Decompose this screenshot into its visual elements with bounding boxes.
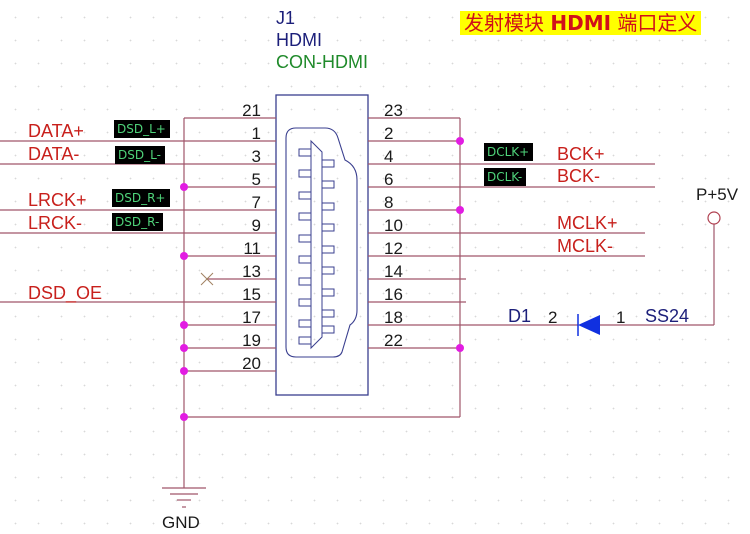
pin-number: 2 — [384, 124, 394, 143]
net-tag-dsd-r-p: DSD_R+ — [112, 189, 170, 207]
pin-number: 7 — [251, 193, 261, 212]
hdmi-tongue — [310, 139, 323, 350]
net-label-bck-p: BCK+ — [557, 144, 605, 164]
pin-number: 17 — [242, 308, 261, 327]
pin-number: 14 — [384, 262, 403, 281]
page-title: 发射模块 HDMI 端口定义 — [460, 11, 702, 35]
diode-pin-cathode: 1 — [616, 308, 626, 327]
pin-number: 21 — [242, 101, 261, 120]
pin-number: 12 — [384, 239, 403, 258]
pin-number: 3 — [251, 147, 261, 166]
pin-number: 15 — [242, 285, 261, 304]
connector-body — [275, 94, 369, 396]
pin-number: 9 — [251, 216, 261, 235]
net-label-mclk-p: MCLK+ — [557, 213, 618, 233]
pin-number: 10 — [384, 216, 403, 235]
component-value: HDMI — [276, 30, 322, 50]
ground-label: GND — [162, 513, 200, 532]
component-footprint: CON-HDMI — [276, 52, 368, 72]
pin-number: 22 — [384, 331, 403, 350]
net-tag-dclk-p: DCLK+ — [484, 143, 534, 161]
pin-number: 1 — [251, 124, 261, 143]
net-label-bck-n: BCK- — [557, 166, 601, 186]
power-label: P+5V — [696, 185, 739, 204]
pin-number: 16 — [384, 285, 403, 304]
pin-number: 6 — [384, 170, 394, 189]
pin-number: 8 — [384, 193, 394, 212]
net-label-lrck-n: LRCK- — [28, 213, 83, 233]
diode-icon — [577, 314, 600, 336]
no-connect-icon — [200, 272, 214, 286]
pin-number: 23 — [384, 101, 403, 120]
net-label-data-n: DATA- — [28, 144, 80, 164]
net-tag-dsd-l-p: DSD_L+ — [114, 120, 170, 138]
pin-number: 13 — [242, 262, 261, 281]
net-label-data-p: DATA+ — [28, 121, 84, 141]
pin-number: 19 — [242, 331, 261, 350]
net-label-dsd-oe: DSD_OE — [28, 283, 103, 303]
net-tag-dsd-r-n: DSD_R- — [112, 213, 164, 231]
diode-pin-anode: 2 — [548, 308, 558, 327]
net-tag-dsd-l-n: DSD_L- — [115, 146, 165, 164]
junction-dots — [180, 137, 464, 421]
hdmi-contacts — [298, 148, 335, 345]
hdmi-port-icon — [285, 127, 358, 358]
pin-number: 18 — [384, 308, 403, 327]
net-tag-dclk-n: DCLK- — [484, 168, 527, 186]
wires — [0, 117, 715, 508]
net-label-mclk-n: MCLK- — [557, 236, 614, 256]
pin-number: 20 — [242, 354, 261, 373]
pin-number: 11 — [243, 239, 261, 258]
pin-number: 5 — [251, 170, 261, 189]
component-ref: J1 — [276, 8, 296, 28]
power-port-icon — [707, 211, 721, 225]
diode-part: SS24 — [645, 306, 690, 326]
net-label-lrck-p: LRCK+ — [28, 190, 87, 210]
pin-number: 4 — [384, 147, 394, 166]
diode-ref: D1 — [508, 306, 532, 326]
